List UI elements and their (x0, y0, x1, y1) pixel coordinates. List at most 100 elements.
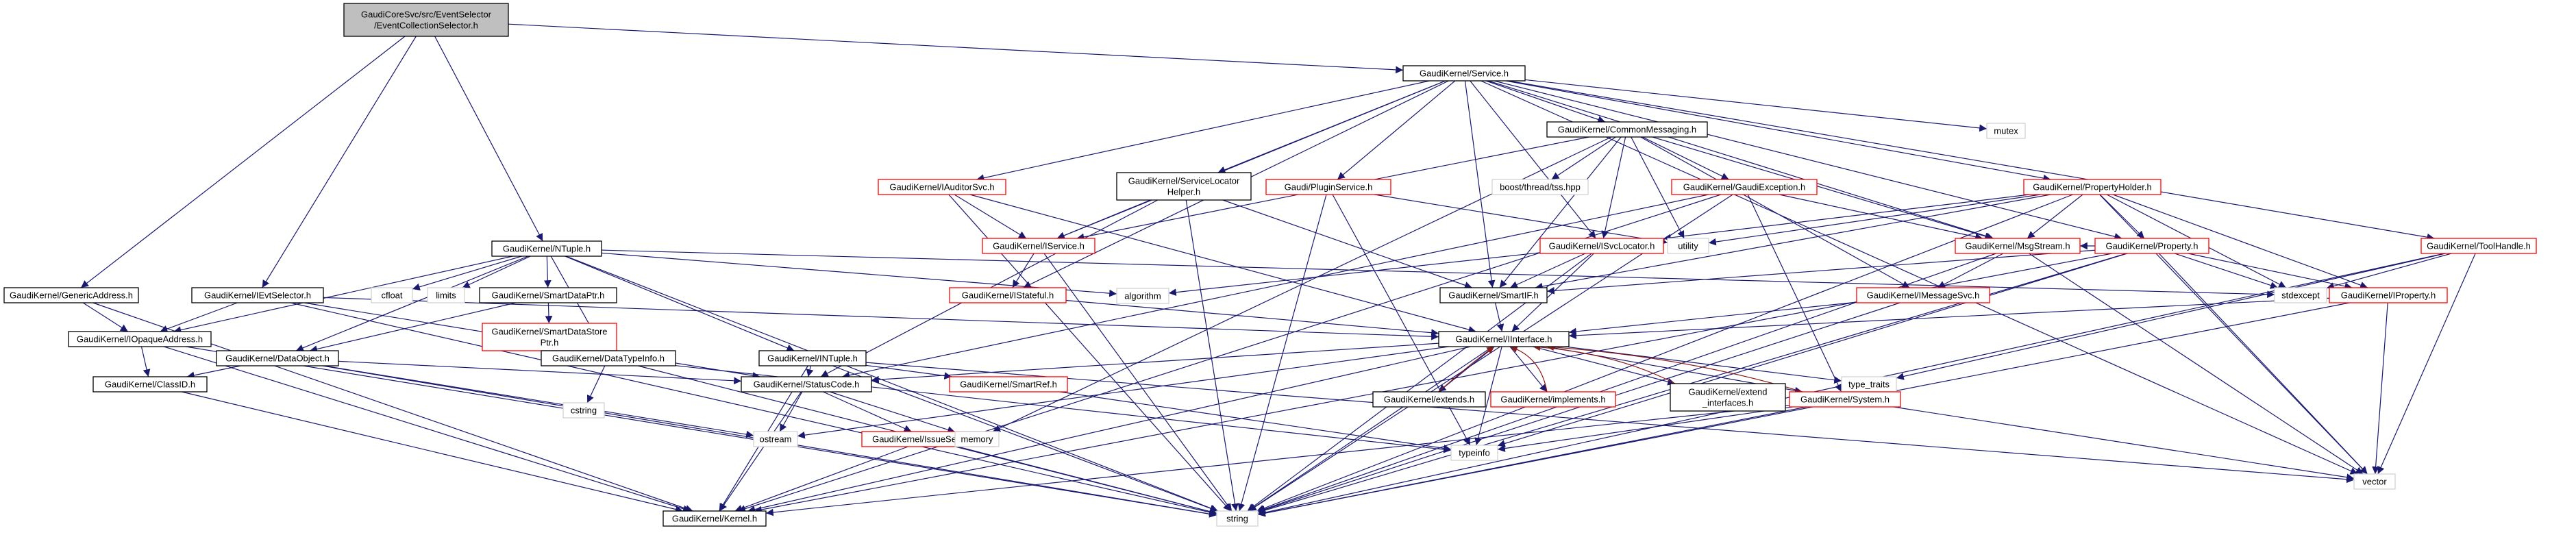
node-genericaddress[interactable]: GaudiKernel/GenericAddress.h (3, 287, 139, 303)
node-label-root: /EventCollectionSelector.h (374, 21, 478, 31)
node-gaudiexception[interactable]: GaudiKernel/GaudiException.h (1671, 179, 1818, 195)
node-pluginservice[interactable]: Gaudi/PluginService.h (1265, 179, 1391, 195)
node-classid[interactable]: GaudiKernel/ClassID.h (92, 376, 208, 393)
node-implements[interactable]: GaudiKernel/implements.h (1490, 391, 1616, 408)
node-propertyholder[interactable]: GaudiKernel/PropertyHolder.h (2023, 179, 2162, 195)
node-interface[interactable]: GaudiKernel/IInterface.h (1438, 331, 1570, 347)
edge-iproperty-to-vector (2372, 302, 2388, 475)
edge-system-to-vector (1893, 406, 2355, 482)
node-imessagesvc[interactable]: GaudiKernel/IMessageSvc.h (1856, 287, 1990, 303)
node-label-memory: memory (961, 434, 993, 445)
node-intuple[interactable]: GaudiKernel/INTuple.h (758, 350, 867, 366)
node-box-ostream (753, 431, 798, 447)
edge-service-to-servicelocatorhelper (1217, 80, 1446, 173)
node-msgstream[interactable]: GaudiKernel/MsgStream.h (1955, 238, 2081, 254)
edge-servicelocatorhelper-to-iservice (1056, 199, 1151, 239)
node-extends[interactable]: GaudiKernel/extends.h (1372, 391, 1486, 408)
edge-pluginservice-to-typeinfo (1332, 194, 1471, 446)
edge-service-to-vector (1481, 80, 2358, 475)
dependency-edges (80, 23, 2476, 518)
node-typetraits[interactable]: type_traits (1841, 376, 1897, 393)
node-limits[interactable]: limits (427, 287, 465, 303)
edge-interface-to-implements (1509, 346, 1548, 393)
node-statuscode[interactable]: GaudiKernel/StatusCode.h (741, 376, 872, 393)
node-system[interactable]: GaudiKernel/System.h (1789, 391, 1901, 408)
node-box-gaudiexception (1671, 179, 1818, 195)
node-box-servicelocatorhelper (1116, 172, 1252, 201)
node-ostream[interactable]: ostream (753, 431, 798, 447)
node-cfloat[interactable]: cfloat (371, 287, 413, 303)
edge-ntuple-to-intuple (565, 256, 795, 351)
edge-property-to-vector (2158, 253, 2368, 475)
node-vector[interactable]: vector (2353, 473, 2396, 490)
node-label-boostthread: boost/thread/tss.hpp (1500, 182, 1581, 192)
node-box-implements (1490, 391, 1616, 408)
node-typeinfo[interactable]: typeinfo (1450, 445, 1498, 461)
edge-dataobject-to-statuscode (338, 360, 742, 385)
node-smartref[interactable]: GaudiKernel/SmartRef.h (949, 376, 1068, 393)
edge-datatypeinfo-to-cstring (586, 365, 606, 403)
edge-system-to-string (1257, 406, 1807, 517)
node-extendinterfaces[interactable]: GaudiKernel/extend_interfaces.h (1670, 383, 1786, 412)
node-iproperty[interactable]: GaudiKernel/IProperty.h (2329, 287, 2448, 303)
node-property[interactable]: GaudiKernel/Property.h (2094, 238, 2209, 254)
node-string[interactable]: string (1216, 510, 1259, 527)
node-box-datatypeinfo (541, 350, 676, 366)
node-toolhandle[interactable]: GaudiKernel/ToolHandle.h (2420, 238, 2537, 254)
edge-genericaddress-to-iopaqueaddress (82, 302, 129, 332)
edge-root-to-genericaddress (80, 36, 406, 288)
node-box-extends (1372, 391, 1486, 408)
node-cstring[interactable]: cstring (562, 402, 605, 419)
node-datatypeinfo[interactable]: GaudiKernel/DataTypeInfo.h (541, 350, 676, 366)
edge-ntuple-to-cfloat (412, 256, 522, 291)
node-box-interface (1438, 331, 1570, 347)
node-isvclocator[interactable]: GaudiKernel/ISvcLocator.h (1539, 238, 1664, 254)
edge-gaudiexception-to-statuscode (842, 194, 1709, 379)
node-boostthread[interactable]: boost/thread/tss.hpp (1491, 179, 1589, 195)
node-commonmessaging[interactable]: GaudiKernel/CommonMessaging.h (1546, 121, 1708, 138)
node-kernel[interactable]: GaudiKernel/Kernel.h (662, 510, 767, 527)
node-box-utility (1667, 238, 1709, 254)
edge-statuscode-to-kernel (719, 391, 802, 512)
edge-dataobject-to-ostream (323, 365, 754, 438)
edge-iopaqueaddress-to-kernel (164, 346, 691, 512)
node-smartif[interactable]: GaudiKernel/SmartIF.h (1439, 287, 1548, 303)
edge-service-to-iauditorsvc (976, 80, 1430, 182)
node-box-boostthread (1491, 179, 1589, 195)
node-algorithm[interactable]: algorithm (1116, 288, 1169, 304)
node-evtselector[interactable]: GaudiKernel/IEvtSelector.h (191, 287, 324, 303)
node-label-iservice: GaudiKernel/IService.h (993, 241, 1085, 251)
node-box-evtselector (191, 287, 324, 303)
node-utility[interactable]: utility (1667, 238, 1709, 254)
node-box-smartdataptr (479, 287, 617, 303)
node-box-smartdatastoreptr (482, 323, 617, 351)
node-box-cfloat (371, 287, 413, 303)
node-iopaqueaddress[interactable]: GaudiKernel/IOpaqueAddress.h (68, 331, 212, 347)
node-box-root (343, 3, 509, 37)
node-smartdataptr[interactable]: GaudiKernel/SmartDataPtr.h (479, 287, 617, 303)
edge-commonmessaging-to-gaudiexception (1642, 136, 1729, 180)
edge-service-to-smartif (1464, 80, 1496, 288)
node-dataobject[interactable]: GaudiKernel/DataObject.h (216, 350, 339, 366)
node-ntuple[interactable]: GaudiKernel/NTuple.h (491, 240, 602, 257)
node-service[interactable]: GaudiKernel/Service.h (1402, 65, 1526, 82)
node-memory[interactable]: memory (954, 431, 1000, 447)
edge-toolhandle-to-stdexcept (2326, 253, 2452, 290)
node-label-imessagesvc: GaudiKernel/IMessageSvc.h (1867, 290, 1980, 301)
node-box-ntuple (491, 240, 602, 257)
node-box-statuscode (741, 376, 872, 393)
node-istateful[interactable]: GaudiKernel/IStateful.h (949, 287, 1067, 303)
node-box-classid (92, 376, 208, 393)
edge-commonmessaging-to-msgstream (1652, 136, 1993, 240)
node-mutex[interactable]: mutex (1986, 123, 2026, 139)
node-stdexcept[interactable]: stdexcept (2274, 287, 2327, 303)
edge-service-to-mutex (1524, 79, 1987, 132)
node-label-servicelocatorhelper: Helper.h (1167, 187, 1200, 197)
edge-service-to-isvclocator (1470, 80, 1596, 239)
node-iauditorsvc[interactable]: GaudiKernel/IAuditorSvc.h (878, 179, 1006, 195)
node-box-kernel (662, 510, 767, 527)
node-box-dataobject (216, 350, 339, 366)
node-iservice[interactable]: GaudiKernel/IService.h (982, 238, 1095, 254)
